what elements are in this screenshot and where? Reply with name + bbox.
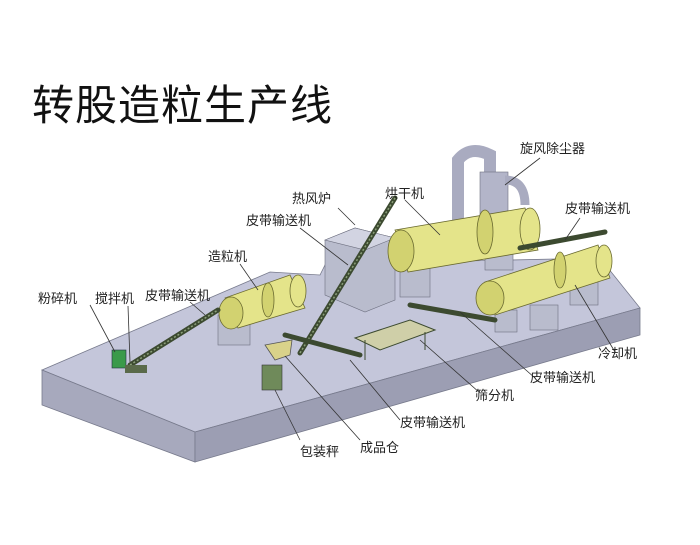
label-conveyor-to-bin: 皮带输送机 [400,415,465,431]
label-packing-scale: 包装秤 [300,445,339,460]
cooler-support [529,304,559,331]
hot-air-furnace [324,227,396,313]
label-granulator: 造粒机 [208,250,247,265]
crusher [111,349,127,369]
label-dryer: 烘干机 [385,187,424,202]
label-conveyor-to-cooler: 皮带输送机 [565,201,630,217]
mixer [125,365,147,373]
conveyors [127,195,608,368]
product-bin [264,339,293,361]
label-mixer: 搅拌机 [95,291,134,307]
leader-lines [89,157,616,441]
diagram-title: 转股造粒生产线 [32,81,334,130]
label-conveyor-to-dryer: 皮带输送机 [246,213,311,229]
label-conveyor-to-screen: 皮带输送机 [530,370,595,386]
label-hot-air-furnace: 热风炉 [292,192,331,207]
label-crusher: 粉碎机 [38,292,77,307]
label-screener: 筛分机 [475,389,514,404]
screener [353,319,437,360]
packing-scale [261,364,283,391]
conveyor-to-dryer [297,195,398,356]
label-conveyor-to-granulator: 皮带输送机 [145,288,210,304]
label-cyclone: 旋风除尘器 [520,142,585,157]
conveyor-to-screen [407,302,498,323]
label-product-bin: 成品仓 [360,441,399,456]
cooler-drum [475,244,613,316]
conveyor-to-cooler [517,229,608,251]
granulator-drum [218,274,307,330]
label-cooler: 冷却机 [598,347,637,362]
dryer-drum [387,207,541,273]
conveyor-to-bin [282,332,363,358]
